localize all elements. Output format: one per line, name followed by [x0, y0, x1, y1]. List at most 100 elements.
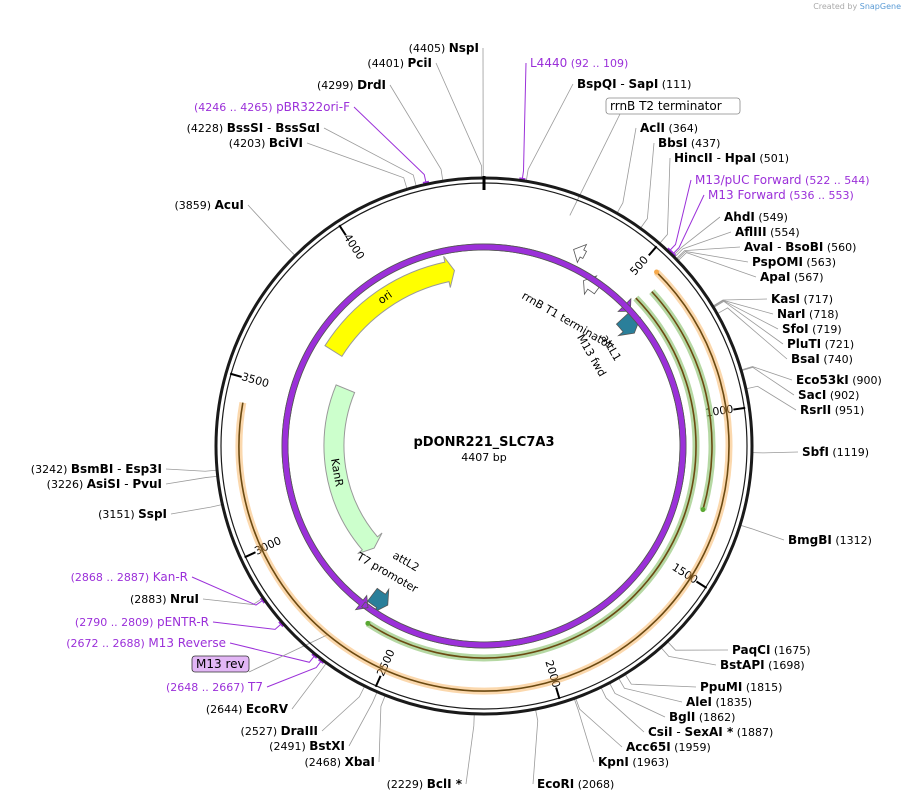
leader-right-18	[667, 641, 729, 651]
leader-left-7	[165, 475, 218, 485]
tick-2000	[555, 687, 561, 700]
boxed-label-rrnb-t2-terminator: rrnB T2 terminator	[610, 99, 722, 113]
leader-right-15	[745, 385, 797, 411]
enzyme-xbai: (2468) XbaI	[305, 755, 375, 769]
enzyme-rsrii: RsrII (951)	[800, 403, 864, 417]
credit-prefix: Created by	[813, 2, 858, 11]
primer-site-6	[311, 653, 318, 659]
enzyme-saci: SacI (902)	[798, 388, 859, 402]
leader-left-2	[389, 84, 444, 182]
green-ring-inner-glow	[365, 295, 700, 662]
enzyme-bspqi: BspQI - SapI (111)	[577, 77, 691, 91]
leader-right-11	[713, 300, 784, 345]
primer-leader-4	[191, 576, 265, 606]
enzyme-apai: ApaI (567)	[760, 270, 824, 284]
plasmid-name: pDONR221_SLC7A3	[413, 435, 554, 450]
enzyme-asisi: (3226) AsiSI - PvuI	[47, 477, 162, 491]
attl2-arrow	[367, 587, 390, 614]
enzyme-eco53ki: Eco53kI (900)	[796, 373, 882, 387]
leader-right-17	[739, 524, 785, 541]
enzyme-bmgbi: BmgBI (1312)	[788, 533, 872, 547]
leader-right-1	[640, 142, 655, 229]
credit-brand: SnapGene	[859, 2, 901, 11]
enzyme-alei: AleI (1835)	[686, 695, 752, 709]
primer-m13-forward: M13 Forward (536 .. 553)	[708, 188, 854, 202]
leader-right-10	[712, 300, 779, 330]
enzyme-acui: (3859) AcuI	[175, 198, 245, 212]
tick-4000	[338, 224, 347, 236]
enzyme-acc65i: Acc65I (1959)	[626, 740, 711, 754]
leader-left-6	[165, 468, 218, 472]
kanr-label: KanR	[328, 457, 346, 488]
boxed-label-bg-0	[605, 97, 741, 115]
leader-right-26	[532, 708, 539, 785]
feature-arrows	[281, 243, 687, 649]
rrnb-t2-arrow	[573, 243, 588, 264]
primer-m13-reverse: (2672 .. 2688) M13 Reverse	[66, 636, 226, 650]
primer-t7: (2648 .. 2667) T7	[166, 680, 263, 694]
leader-left-12	[348, 691, 378, 747]
leader-left-4	[306, 142, 408, 190]
boxed-leader-0	[569, 113, 621, 216]
enzyme-afliii: AflIII (554)	[735, 225, 800, 239]
label-leader-lines	[165, 47, 799, 785]
tick-label-500: 500	[627, 253, 651, 277]
primer-leader-0	[521, 62, 527, 181]
leader-left-10	[291, 662, 327, 710]
primer-site-0	[519, 177, 526, 181]
enzyme-sspi: (3151) SspI	[98, 507, 167, 521]
leader-right-x0	[525, 83, 574, 182]
leader-right-14	[741, 366, 795, 396]
primer-m13-puc-forward: M13/pUC Forward (522 .. 544)	[695, 173, 870, 187]
feature-rings	[235, 269, 733, 695]
t7-promoter-mark	[281, 243, 687, 649]
enzyme-bsssi: (4228) BssSI - BssSαI	[187, 121, 320, 135]
leader-right-2	[659, 157, 671, 244]
tick-500	[648, 245, 658, 257]
ori-arrow	[324, 255, 455, 358]
orange-ring-outer-head	[654, 269, 660, 275]
enzyme-bcli-: (2229) BclI *	[387, 777, 463, 791]
leader-right-4	[674, 231, 732, 258]
enzyme-pluti: PluTI (721)	[787, 337, 854, 351]
orange-ring-outer-glow	[235, 269, 733, 695]
primer-site-2	[670, 250, 677, 257]
tick-label-3500: 3500	[240, 370, 270, 390]
tick-label-4000: 4000	[341, 231, 367, 262]
tick-3000	[244, 551, 256, 559]
boxed-label-bg-1	[191, 655, 250, 673]
boxed-leader-1	[248, 634, 327, 673]
leader-left-14	[465, 713, 475, 785]
leader-left-8	[170, 504, 223, 515]
leader-left-1	[435, 62, 483, 179]
green-ring-inner	[367, 297, 697, 659]
leader-left-3	[323, 127, 417, 187]
primer-leader-2	[671, 194, 705, 256]
leader-right-20	[624, 673, 697, 688]
leader-left-11	[321, 685, 366, 732]
enzyme-bsai: BsaI (740)	[791, 352, 853, 366]
enzyme-kasi: KasI (717)	[771, 292, 833, 306]
enzyme-csii: CsiI - SexAI * (1887)	[648, 725, 773, 739]
enzyme-bgli: BglI (1862)	[669, 710, 735, 724]
leader-right-16	[751, 451, 799, 454]
green-ring-inner-head	[365, 620, 371, 626]
primer-leader-3	[353, 106, 427, 185]
leader-left-13	[378, 695, 386, 763]
enzyme-pspomi: PspOMI (563)	[752, 255, 836, 269]
enzyme-nrui: (2883) NruI	[130, 592, 199, 606]
primer-site-4	[259, 597, 266, 604]
leader-right-7	[677, 252, 757, 278]
leader-right-3	[672, 216, 721, 257]
enzyme-avai: AvaI - BsoBI (560)	[744, 240, 856, 254]
leader-left-5	[247, 204, 296, 257]
primer-leader-5	[212, 621, 283, 630]
enzyme-bcivi: (4203) BciVI	[229, 136, 303, 150]
enzyme-ppumi: PpuMI (1815)	[700, 680, 782, 694]
tick-3500	[229, 372, 242, 378]
enzyme-bbsi: BbsI (437)	[658, 136, 720, 150]
enzyme-hincii: HincII - HpaI (501)	[674, 151, 789, 165]
boxed-label-m13-rev: M13 rev	[196, 657, 245, 671]
tick-1000	[733, 406, 746, 411]
